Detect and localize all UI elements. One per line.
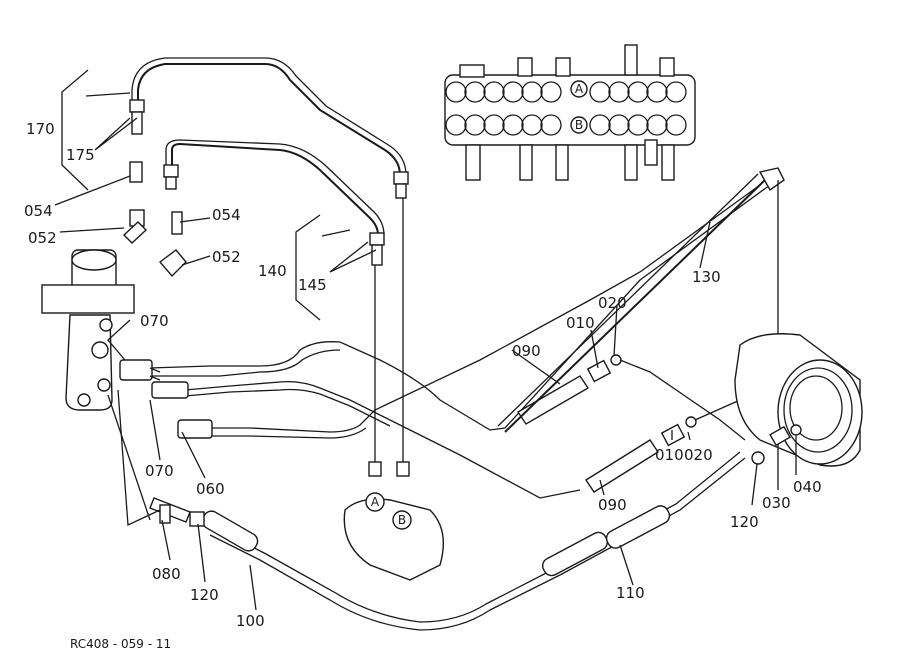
label-052-b: 052 [212,248,241,266]
label-175: 175 [66,146,95,164]
label-054-a: 054 [24,202,53,220]
pipe-170 [129,57,409,199]
label-010-b: 010 [655,446,684,464]
label-060: 060 [196,480,225,498]
port-b-label-top: B [575,118,583,132]
drawing-code: RC408 - 059 - 11 [70,637,171,651]
label-090-b: 090 [598,496,627,514]
label-120-b: 120 [190,586,219,604]
port-b-label-bottom: B [398,513,406,527]
control-valve-block: A B [444,44,696,181]
label-170: 170 [26,120,55,138]
hydraulic-cylinder [734,333,863,467]
label-010-a: 010 [566,314,595,332]
pipe-130 [497,167,785,433]
pipe-100-110 [189,451,746,631]
hose-090-lower [585,416,697,493]
label-052-a: 052 [28,229,57,247]
label-130: 130 [692,268,721,286]
guide-line-pump [107,394,151,521]
lower-valve-ports: A B [343,198,444,581]
label-020-a: 020 [598,294,627,312]
pipe-140 [163,139,385,266]
fittings-054-052 [122,161,187,278]
bracket-140 [295,214,321,321]
leader-lines [54,92,797,611]
hoses-070-060 [119,184,771,499]
bracket-170 [61,69,89,191]
label-070-b: 070 [145,462,174,480]
label-080: 080 [152,565,181,583]
label-054-b: 054 [212,206,241,224]
label-100: 100 [236,612,265,630]
hydraulic-pump [41,249,135,411]
label-030: 030 [762,494,791,512]
label-145: 145 [298,276,327,294]
hose-090-upper [517,354,622,425]
part-labels: 170 175 054 052 054 052 140 145 130 020 … [24,120,822,630]
label-040: 040 [793,478,822,496]
label-110: 110 [616,584,645,602]
port-a-label-bottom: A [371,495,380,509]
label-090-a: 090 [512,342,541,360]
label-120-a: 120 [730,513,759,531]
label-020-b: 020 [684,446,713,464]
port-a-label-top: A [575,82,584,96]
label-070-a: 070 [140,312,169,330]
label-140: 140 [258,262,287,280]
tee-fitting-080 [149,497,191,524]
